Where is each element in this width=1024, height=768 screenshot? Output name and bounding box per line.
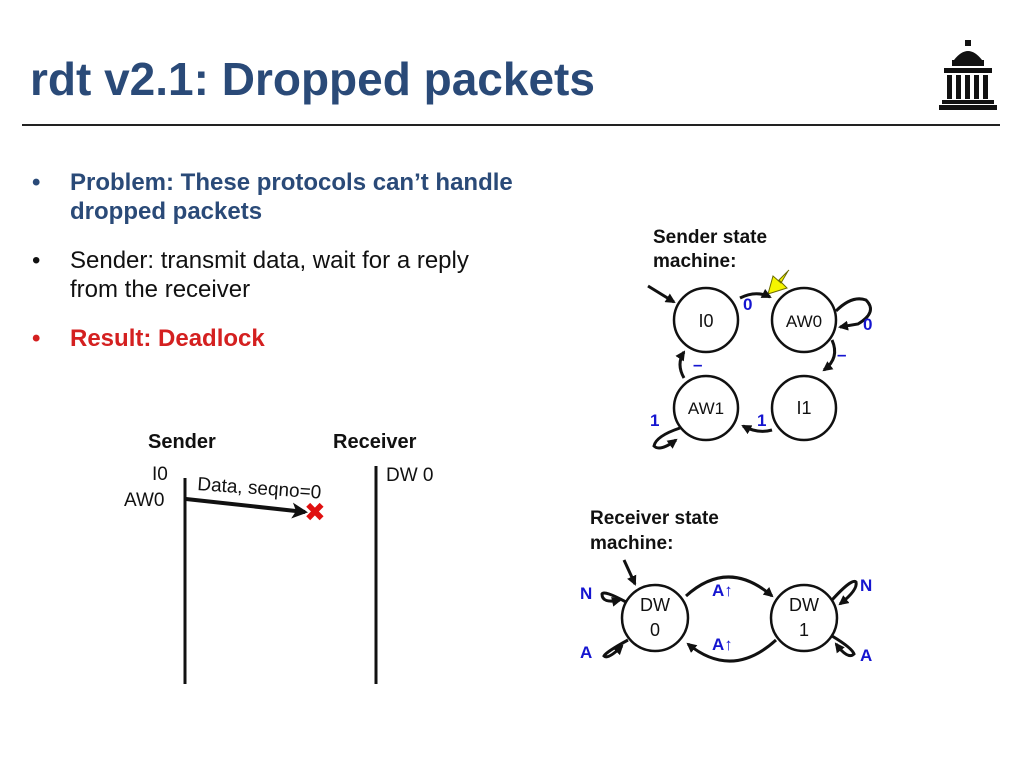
transition-dw0-self-ack bbox=[602, 638, 629, 659]
label-dw1-self-ack: A bbox=[860, 646, 872, 665]
sender-sm-title-line1: Sender state bbox=[653, 227, 767, 248]
bullet-sender: • Sender: transmit data, wait for a repl… bbox=[30, 246, 590, 304]
state-dw0-label-line2: 0 bbox=[650, 620, 660, 640]
transition-dw0-self-nak bbox=[600, 591, 627, 607]
sender-state-aw0: AW0 bbox=[124, 490, 164, 511]
bullet-problem-line2: dropped packets bbox=[70, 198, 263, 225]
receiver-sm-title-line2: machine: bbox=[590, 533, 673, 554]
pointer-arrow-icon bbox=[767, 269, 790, 295]
bullet-result-line1: Result: Deadlock bbox=[70, 325, 265, 352]
label-aw1-self: 1 bbox=[650, 411, 659, 430]
transition-i1-aw1 bbox=[741, 424, 773, 435]
transition-i0-aw0 bbox=[739, 288, 772, 300]
state-aw0: AW0 bbox=[770, 286, 838, 354]
title-divider bbox=[22, 124, 1000, 126]
packet-dropped-icon: ✖ bbox=[304, 497, 326, 527]
bullet-sender-line1: Sender: transmit data, wait for a reply bbox=[70, 247, 469, 274]
bullet-list: • Problem: These protocols can’t handle … bbox=[30, 168, 590, 373]
receiver-sm-title-line1: Receiver state bbox=[590, 508, 719, 529]
label-dw0-dw1: A↑ bbox=[712, 581, 733, 600]
timeline-sender-label: Sender bbox=[148, 431, 216, 453]
sender-sm-title-line2: machine: bbox=[653, 251, 736, 272]
state-dw0-label-line1: DW bbox=[640, 595, 670, 615]
bullet-marker: • bbox=[32, 247, 41, 274]
university-building-icon bbox=[939, 40, 997, 110]
bullet-marker: • bbox=[32, 325, 41, 352]
label-dw1-dw0: A↑ bbox=[712, 635, 733, 654]
state-i0-label: I0 bbox=[698, 311, 713, 331]
bullet-problem: • Problem: These protocols can’t handle … bbox=[30, 168, 590, 226]
bullet-problem-line1: Problem: These protocols can’t handle bbox=[70, 169, 513, 196]
slide-title: rdt v2.1: Dropped packets bbox=[30, 53, 595, 105]
transition-dw1-self-nak bbox=[830, 579, 858, 606]
label-aw0-self: 0 bbox=[863, 315, 872, 334]
sender-state-i0: I0 bbox=[152, 464, 168, 485]
transition-aw0-self bbox=[834, 297, 872, 331]
transition-dw1-self-ack bbox=[831, 634, 856, 658]
transition-aw1-self bbox=[652, 426, 681, 450]
sender-state-machine: Sender state machine: 0 0 – 1 1 – I0 AW0 bbox=[647, 227, 872, 450]
receiver-state-machine: Receiver state machine: N A A↑ A↑ N A DW… bbox=[580, 508, 872, 665]
state-i0: I0 bbox=[672, 286, 740, 354]
bullet-result: • Result: Deadlock bbox=[30, 324, 590, 353]
label-dw0-self-ack: A bbox=[580, 643, 592, 662]
state-aw1-label: AW1 bbox=[688, 399, 724, 418]
state-aw0-label: AW0 bbox=[786, 312, 822, 331]
bullet-marker: • bbox=[32, 169, 41, 196]
label-dw1-self-nak: N bbox=[860, 576, 872, 595]
state-dw1: DW 1 bbox=[769, 583, 839, 653]
label-i1-aw1: 1 bbox=[757, 411, 766, 430]
receiver-start-arrow bbox=[622, 559, 637, 586]
state-i1-label: I1 bbox=[796, 398, 811, 418]
transition-dw1-dw0 bbox=[686, 638, 778, 663]
timeline-receiver-label: Receiver bbox=[333, 431, 417, 453]
state-dw0: DW 0 bbox=[620, 583, 690, 653]
sender-start-arrow bbox=[647, 284, 676, 304]
label-dw0-self-nak: N bbox=[580, 584, 592, 603]
state-aw1: AW1 bbox=[672, 374, 740, 442]
bullet-sender-line2: from the receiver bbox=[70, 276, 251, 303]
transition-aw0-i1 bbox=[822, 339, 837, 372]
label-aw0-i1: – bbox=[837, 345, 846, 364]
timeline-diagram: Sender Receiver I0 AW0 DW 0 Data, seqno=… bbox=[124, 431, 434, 684]
label-aw1-i0: – bbox=[693, 355, 702, 374]
transition-dw0-dw1 bbox=[684, 575, 774, 598]
receiver-state-dw0: DW 0 bbox=[386, 465, 434, 486]
state-dw1-label-line2: 1 bbox=[799, 620, 809, 640]
state-dw1-label-line1: DW bbox=[789, 595, 819, 615]
data-message-arrow bbox=[185, 497, 308, 519]
label-i0-aw0: 0 bbox=[743, 295, 752, 314]
transition-aw1-i0 bbox=[675, 350, 686, 379]
state-i1: I1 bbox=[770, 374, 838, 442]
